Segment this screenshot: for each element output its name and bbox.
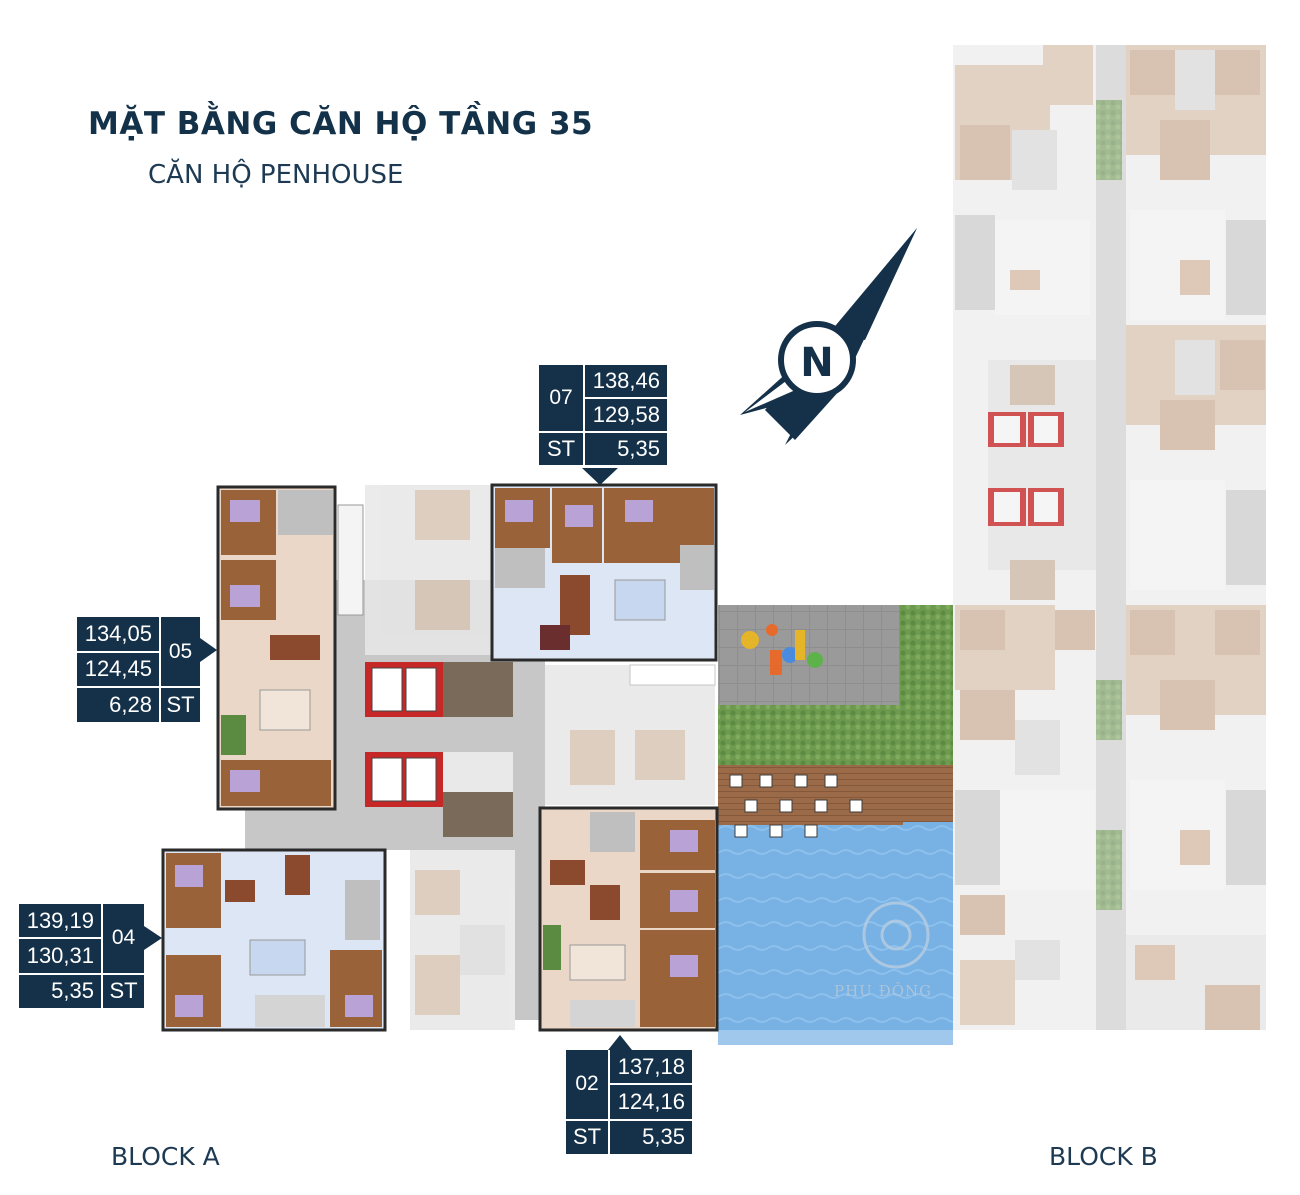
page-title: MẶT BẰNG CĂN HỘ TẦNG 35 [88, 106, 594, 142]
unit-04-id: 04 [103, 904, 144, 973]
unit-04-st-value: 5,35 [19, 974, 101, 1008]
unit-05-plan [216, 485, 337, 811]
unit-07-st-label: ST [539, 433, 583, 465]
unit-04-pointer [144, 926, 162, 950]
unit-04-plan [161, 848, 387, 1032]
unit-04-info: 139,19 130,31 04 5,35 ST [19, 904, 144, 1008]
unit-07-plan [490, 483, 718, 662]
block-b-label: BLOCK B [1049, 1142, 1158, 1171]
unit-05-st-value: 6,28 [77, 688, 159, 722]
unit-05-id: 05 [161, 617, 200, 687]
unit-02-plan [538, 806, 719, 1032]
unit-02-st-label: ST [566, 1120, 608, 1154]
block-a-faded-units [365, 485, 716, 1030]
unit-02-st-value: 5,35 [610, 1120, 692, 1154]
unit-07-st-value: 5,35 [585, 433, 667, 465]
unit-07-pointer [582, 468, 618, 485]
compass-letter: N [800, 340, 833, 386]
page-subtitle: CĂN HỘ PENHOUSE [148, 160, 404, 190]
unit-05-info: 134,05 124,45 05 6,28 ST [77, 617, 200, 722]
unit-07-id: 07 [539, 365, 583, 431]
unit-07-info: 07 138,46 129,58 ST 5,35 [539, 365, 667, 465]
block-b-plan [953, 45, 1266, 1030]
unit-07-area-gross: 138,46 [585, 365, 667, 397]
unit-04-area-gross: 139,19 [19, 904, 101, 938]
block-a-label: BLOCK A [111, 1142, 220, 1171]
unit-05-pointer [200, 638, 217, 662]
unit-02-pointer [608, 1035, 632, 1050]
unit-04-area-net: 130,31 [19, 939, 101, 973]
compass-icon: N [740, 228, 917, 445]
watermark: PHU ĐÔNG [834, 982, 933, 1000]
unit-02-area-gross: 137,18 [610, 1050, 692, 1084]
amenity-area [718, 605, 953, 1045]
unit-05-area-net: 124,45 [77, 652, 159, 687]
unit-02-info: 02 137,18 124,16 ST 5,35 [566, 1050, 692, 1154]
unit-05-st-label: ST [161, 688, 200, 722]
unit-04-st-label: ST [103, 974, 144, 1008]
unit-02-area-net: 124,16 [610, 1085, 692, 1119]
unit-07-area-net: 129,58 [585, 399, 667, 431]
unit-02-id: 02 [566, 1050, 608, 1119]
unit-05-area-gross: 134,05 [77, 617, 159, 651]
